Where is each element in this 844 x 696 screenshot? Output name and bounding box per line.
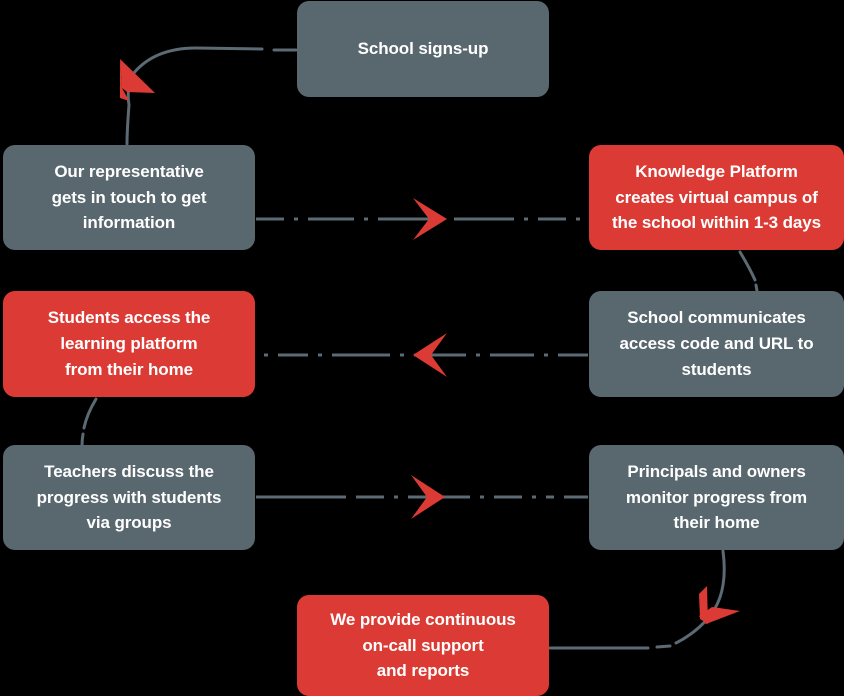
connector-rep-to-platform	[256, 198, 588, 240]
arrowhead-icon	[699, 586, 708, 624]
connector-signup-to-rep	[120, 46, 298, 146]
arrowhead-icon	[699, 607, 740, 624]
connector-curve	[82, 397, 98, 430]
connector-teachers-to-principals	[256, 475, 588, 519]
node-school-signs-up[interactable]: School signs-up	[297, 1, 549, 97]
arrowhead-icon	[411, 475, 445, 519]
connector-curve	[131, 46, 264, 76]
connector-curve	[674, 614, 712, 645]
connector-dash-segment	[655, 644, 672, 649]
connector-students-to-teachers	[80, 397, 98, 448]
node-label: School signs-up	[357, 39, 489, 59]
connector-curve	[738, 250, 757, 282]
connector-stem	[125, 103, 131, 146]
connector-communicates-to-students	[256, 333, 588, 377]
arrowhead-icon	[413, 198, 447, 240]
connector-platform-to-communicates	[738, 250, 759, 293]
connector-curve-tail	[126, 84, 131, 107]
arrowhead-icon	[120, 59, 155, 93]
connector-curve	[712, 549, 726, 612]
arrowhead-icon	[413, 333, 447, 377]
connector-principals-to-support	[548, 549, 740, 650]
arrowhead-icon	[120, 59, 129, 101]
